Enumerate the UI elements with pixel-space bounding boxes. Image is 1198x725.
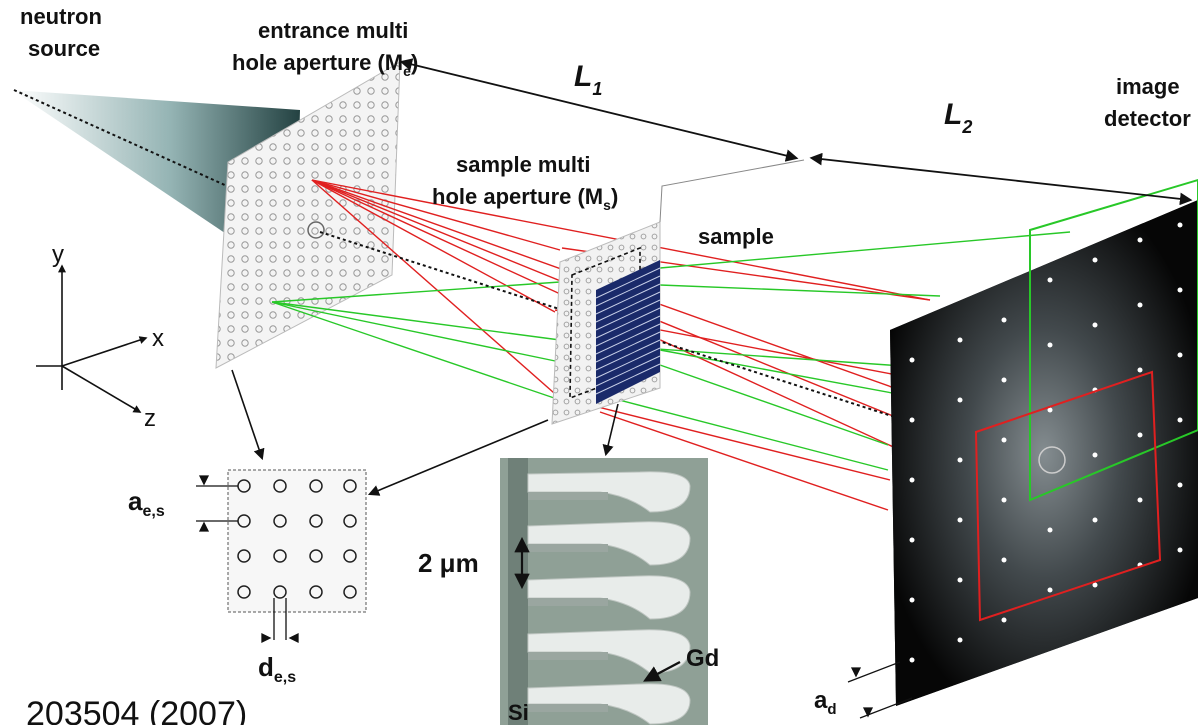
axis-x-label: x bbox=[152, 325, 164, 352]
L1-dimension-arrow bbox=[399, 58, 799, 162]
hole-pattern-inset bbox=[227, 469, 367, 613]
neutron-source-label: neutron source bbox=[20, 4, 108, 61]
L2-dimension-arrow bbox=[809, 152, 1193, 206]
d-es-label: de,s bbox=[258, 652, 296, 686]
axis-y-label: y bbox=[52, 241, 64, 268]
a-es-label: ae,s bbox=[128, 486, 165, 520]
image-detector-label: image detector bbox=[1104, 74, 1191, 131]
detector-diffraction-spots bbox=[909, 222, 1183, 663]
a-es-dimension-marker bbox=[196, 475, 238, 532]
gd-label: Gd bbox=[686, 645, 719, 672]
sample-to-hole-inset-arrow bbox=[367, 419, 549, 496]
entrance-to-inset-arrow bbox=[231, 369, 265, 461]
L1-label: L1 bbox=[574, 60, 602, 99]
entrance-aperture-panel bbox=[215, 61, 401, 369]
coordinate-axes bbox=[36, 264, 148, 413]
detector-glow bbox=[890, 200, 1198, 706]
grating-to-sem-inset-arrow bbox=[602, 403, 619, 457]
grating-sample bbox=[595, 260, 661, 404]
axis-z-label: z bbox=[144, 405, 156, 432]
si-label: Si bbox=[508, 700, 529, 725]
citation-text: 203504 (2007) bbox=[26, 695, 247, 725]
beam-axis-dotted-line bbox=[13, 89, 259, 201]
sample-aperture-leader-line bbox=[659, 159, 805, 223]
a-d-label: ad bbox=[814, 687, 837, 718]
scale-bar-label: 2 μm bbox=[418, 548, 479, 578]
a-d-dimension-marker bbox=[847, 661, 913, 719]
entrance-aperture-label: entrance multi hole aperture (Me) bbox=[232, 18, 418, 79]
detector-red-frame bbox=[974, 370, 1162, 622]
hole-pattern-grid bbox=[237, 479, 357, 599]
d-es-dimension-marker bbox=[261, 598, 299, 644]
center-beam-dotted-line bbox=[319, 231, 899, 419]
L2-label: L2 bbox=[944, 98, 972, 137]
sem-micrograph-inset bbox=[500, 458, 708, 725]
sample-label: sample bbox=[698, 224, 774, 249]
sample-aperture-label: sample multi hole aperture (Ms) bbox=[432, 152, 618, 213]
gd-pointer-arrow bbox=[643, 660, 681, 682]
detector-center-circle bbox=[1038, 446, 1066, 474]
entrance-aperture-center-hole bbox=[307, 221, 325, 239]
